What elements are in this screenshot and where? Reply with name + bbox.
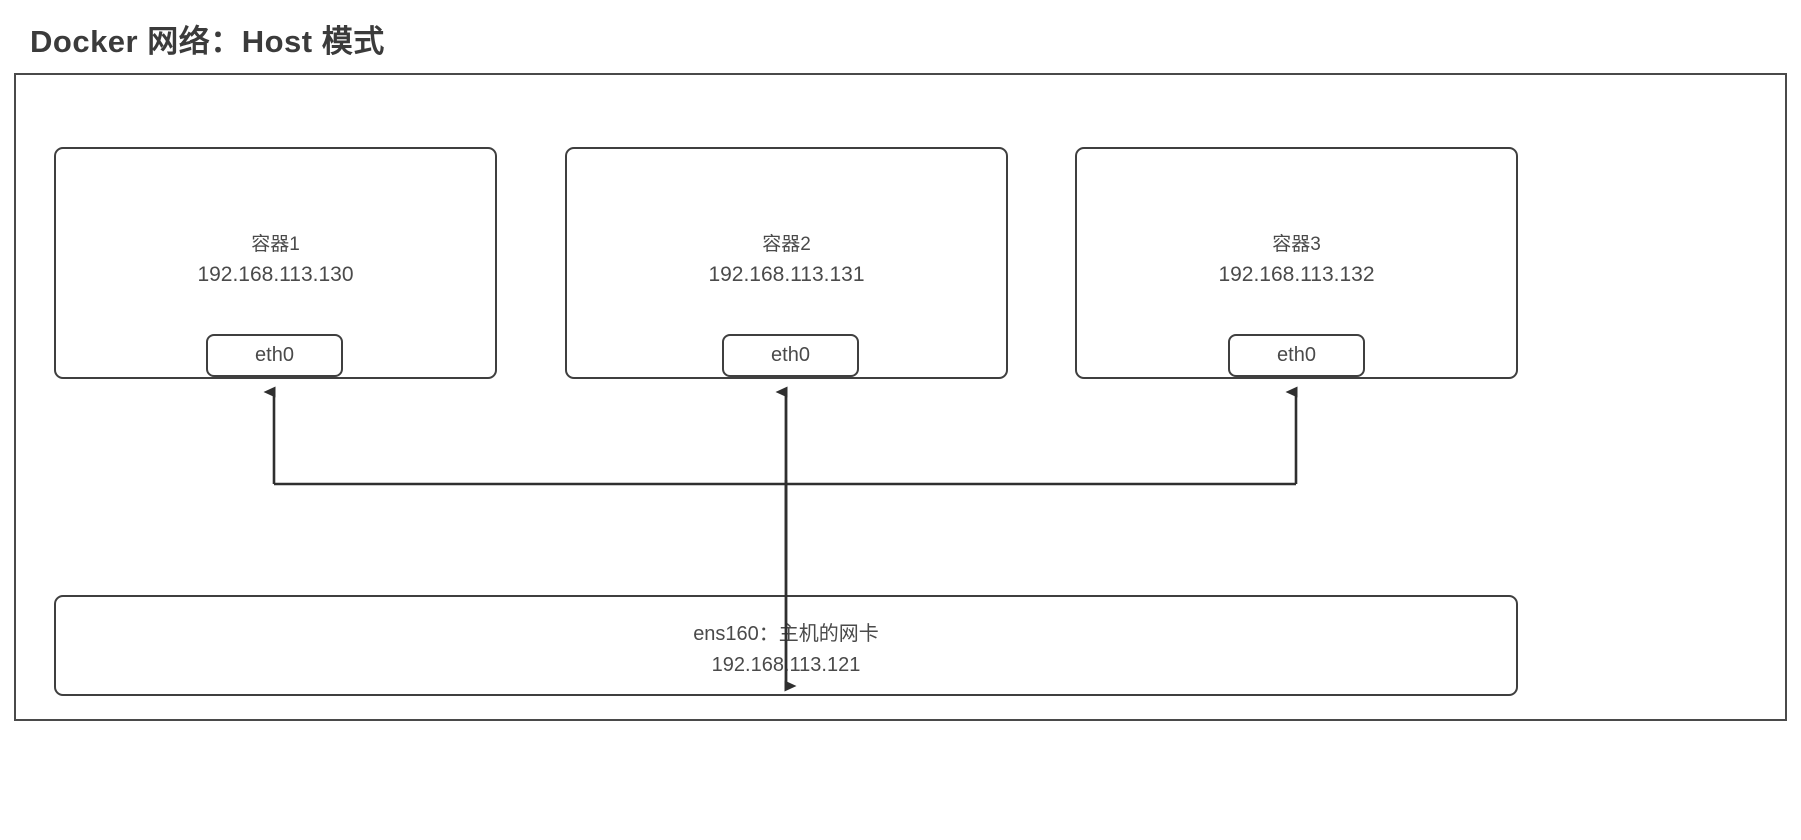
page-title: Docker 网络：Host 模式 bbox=[30, 24, 385, 59]
eth0-box-container-3: eth0 bbox=[1228, 334, 1365, 377]
host-nic-ip: 192.168.113.121 bbox=[711, 654, 861, 676]
container-label-3: 容器3 192.168.113.132 bbox=[1077, 230, 1516, 290]
host-nic-name: ens160：主机的网卡 bbox=[693, 623, 879, 645]
container-ip-1: 192.168.113.130 bbox=[197, 263, 354, 286]
container-label-2: 容器2 192.168.113.131 bbox=[567, 230, 1006, 290]
container-name-3: 容器3 bbox=[1272, 234, 1321, 255]
eth0-box-container-2: eth0 bbox=[722, 334, 859, 377]
host-nic-label: ens160：主机的网卡 192.168.113.121 bbox=[56, 619, 1516, 681]
container-box-1: 容器1 192.168.113.130 bbox=[54, 147, 497, 379]
container-box-2: 容器2 192.168.113.131 bbox=[565, 147, 1008, 379]
host-nic-box: ens160：主机的网卡 192.168.113.121 bbox=[54, 595, 1518, 696]
container-ip-2: 192.168.113.131 bbox=[708, 263, 865, 286]
container-ip-3: 192.168.113.132 bbox=[1218, 263, 1375, 286]
container-name-1: 容器1 bbox=[251, 234, 300, 255]
eth0-box-container-1: eth0 bbox=[206, 334, 343, 377]
container-name-2: 容器2 bbox=[762, 234, 811, 255]
container-label-1: 容器1 192.168.113.130 bbox=[56, 230, 495, 290]
